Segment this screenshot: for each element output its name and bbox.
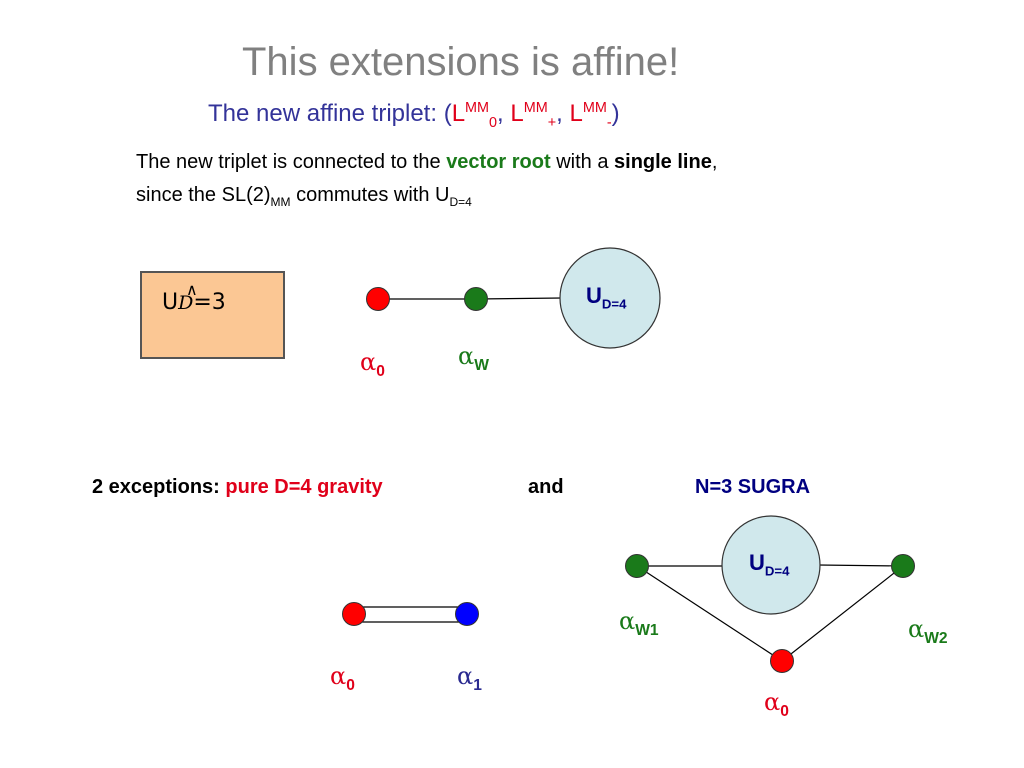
edge-alphaW-U (475, 297, 563, 300)
L0-label: LMM0 (451, 100, 498, 131)
hat-symbol: ∧ (186, 280, 198, 299)
node-alphaW2 (891, 554, 915, 578)
alpha0-label-sugra: α0 (764, 688, 789, 720)
alphaW2-label: αW2 (908, 615, 948, 647)
body-line-2: since the SL(2)MM commutes with UD=4 (136, 184, 472, 209)
u-d4-circle-top (559, 247, 661, 349)
edge-U-w2 (817, 564, 904, 567)
node-alphaW-top (464, 287, 488, 311)
slide-title: This extensions is affine! (242, 40, 680, 84)
u-d4-label-sugra: UD=4 (749, 550, 790, 579)
Lplus-label: LMM+ (510, 100, 557, 131)
u-d4-circle-sugra (721, 515, 821, 615)
single-line-text: single line (614, 151, 712, 173)
body-line-1: The new triplet is connected to the vect… (136, 151, 718, 173)
exceptions-label: 2 exceptions: pure D=4 gravity (92, 476, 383, 498)
edge-w2-alpha0 (781, 565, 904, 662)
vector-root-text: vector root (446, 151, 551, 173)
node-alpha0-gravity (342, 602, 366, 626)
alpha1-label-gravity: α1 (457, 662, 482, 694)
pure-gravity-text: pure D=4 gravity (225, 476, 383, 498)
alpha0-label-top: α0 (360, 348, 385, 380)
and-text: and (528, 476, 564, 498)
subtitle-prefix: The new affine triplet: ( (208, 100, 452, 127)
u-d4-label-top: UD=4 (586, 283, 627, 312)
n3-sugra-text: N=3 SUGRA (695, 476, 811, 498)
Lminus-label: LMM- (569, 100, 612, 131)
node-alpha0-top (366, 287, 390, 311)
u-hat-d3-box (140, 271, 285, 359)
node-alphaW1 (625, 554, 649, 578)
alpha0-label-gravity: α0 (330, 662, 355, 694)
node-alpha0-sugra (770, 649, 794, 673)
slide-subtitle: The new affine triplet: (LMM0, LMM+, LMM… (208, 100, 620, 131)
node-alpha1-gravity (455, 602, 479, 626)
alphaW-label-top: αW (458, 342, 489, 374)
u-hat-d3-label: U∧D=3 (162, 280, 226, 315)
subtitle-suffix: ) (611, 100, 620, 127)
edge-w1-alpha0 (636, 565, 783, 662)
alphaW1-label: αW1 (619, 607, 659, 639)
